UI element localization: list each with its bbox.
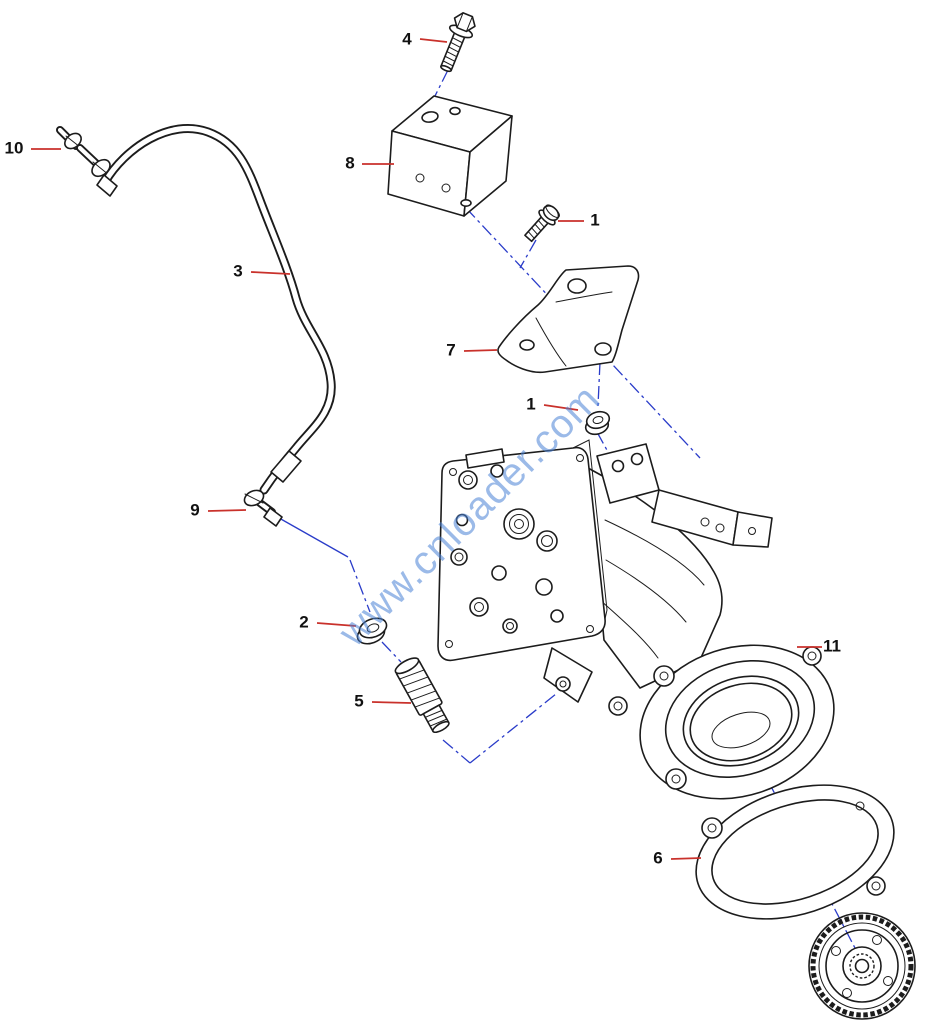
part-bolt-1 — [524, 204, 560, 243]
part-bolt-4 — [440, 12, 476, 73]
callout-7: 7 — [446, 340, 456, 360]
part-spring-plug-5 — [394, 657, 450, 734]
part-bracket-7 — [497, 265, 640, 374]
callout-4: 4 — [402, 29, 412, 49]
part-washer-2 — [356, 617, 388, 645]
callout-10: 10 — [4, 138, 24, 158]
callout-9: 9 — [190, 500, 200, 520]
callout-2: 2 — [299, 612, 309, 632]
part-fitting-9 — [243, 489, 283, 527]
part-nut-1 — [584, 410, 611, 436]
part-pump-assembly-11 — [437, 439, 835, 800]
part-valve-block-8 — [387, 95, 513, 217]
part-fitting-10 — [56, 126, 111, 178]
callout-1-lower: 1 — [526, 394, 536, 414]
callout-5: 5 — [354, 691, 364, 711]
callout-11: 11 — [823, 636, 841, 656]
callout-6: 6 — [653, 848, 663, 868]
callout-3: 3 — [233, 261, 243, 281]
part-hose-3 — [96, 123, 336, 495]
callout-8: 8 — [345, 153, 355, 173]
part-gear-coupling — [808, 912, 916, 1020]
leader-lines — [31, 38, 822, 860]
callout-1-upper: 1 — [590, 210, 600, 230]
part-gasket-6 — [695, 784, 895, 920]
